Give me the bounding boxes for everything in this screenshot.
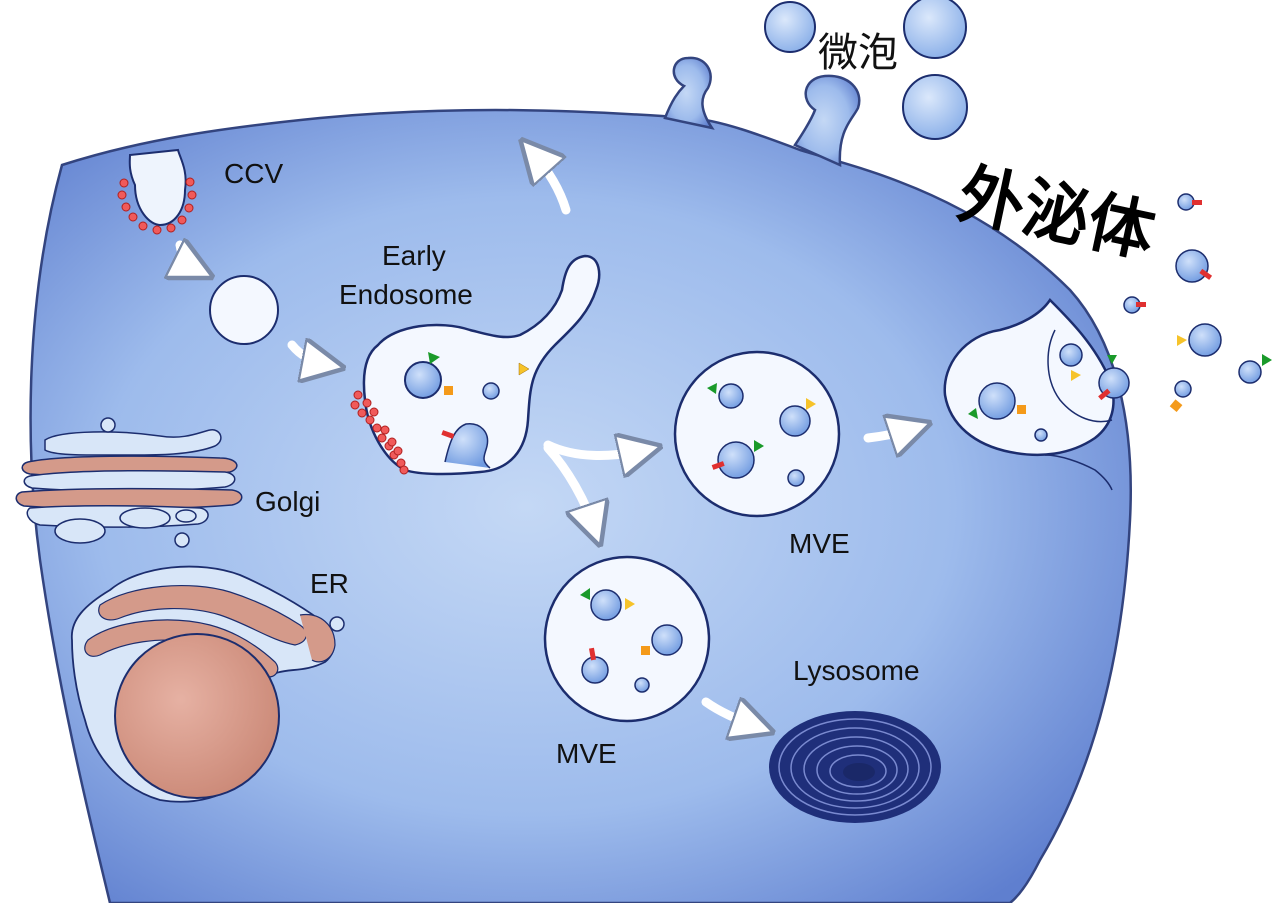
microvesicle xyxy=(902,74,968,140)
microvesicle xyxy=(903,0,967,59)
microvesicle-bud-right xyxy=(793,74,861,167)
label-er: ER xyxy=(310,568,349,599)
pathway-arrows xyxy=(180,152,915,727)
endoplasmic-reticulum xyxy=(71,565,345,803)
label-lysosome: Lysosome xyxy=(793,655,920,686)
microvesicle xyxy=(764,1,816,53)
early-endosome xyxy=(350,254,601,476)
label-mve-right: MVE xyxy=(789,528,850,559)
label-ccv: CCV xyxy=(224,158,283,189)
mve-fusing-with-membrane xyxy=(943,298,1130,491)
clathrin-coat-dots xyxy=(117,177,197,235)
endocytic-vesicle xyxy=(209,275,279,345)
microvesicle-bud-left xyxy=(663,56,715,130)
released-exosomes xyxy=(1123,193,1272,413)
label-golgi: Golgi xyxy=(255,486,320,517)
clathrin-coated-vesicle xyxy=(117,148,197,235)
multivesicular-endosome-bottom xyxy=(543,555,711,723)
multivesicular-endosome-right xyxy=(673,350,841,518)
lysosome xyxy=(769,711,941,823)
endosome-coat-dots xyxy=(350,390,409,475)
label-mve-bottom: MVE xyxy=(556,738,617,769)
label-early-endosome-line2: Endosome xyxy=(339,279,473,310)
label-early-endosome-line1: Early xyxy=(382,240,446,271)
golgi-apparatus xyxy=(15,417,243,548)
label-microvesicles: 微泡 xyxy=(818,31,898,75)
